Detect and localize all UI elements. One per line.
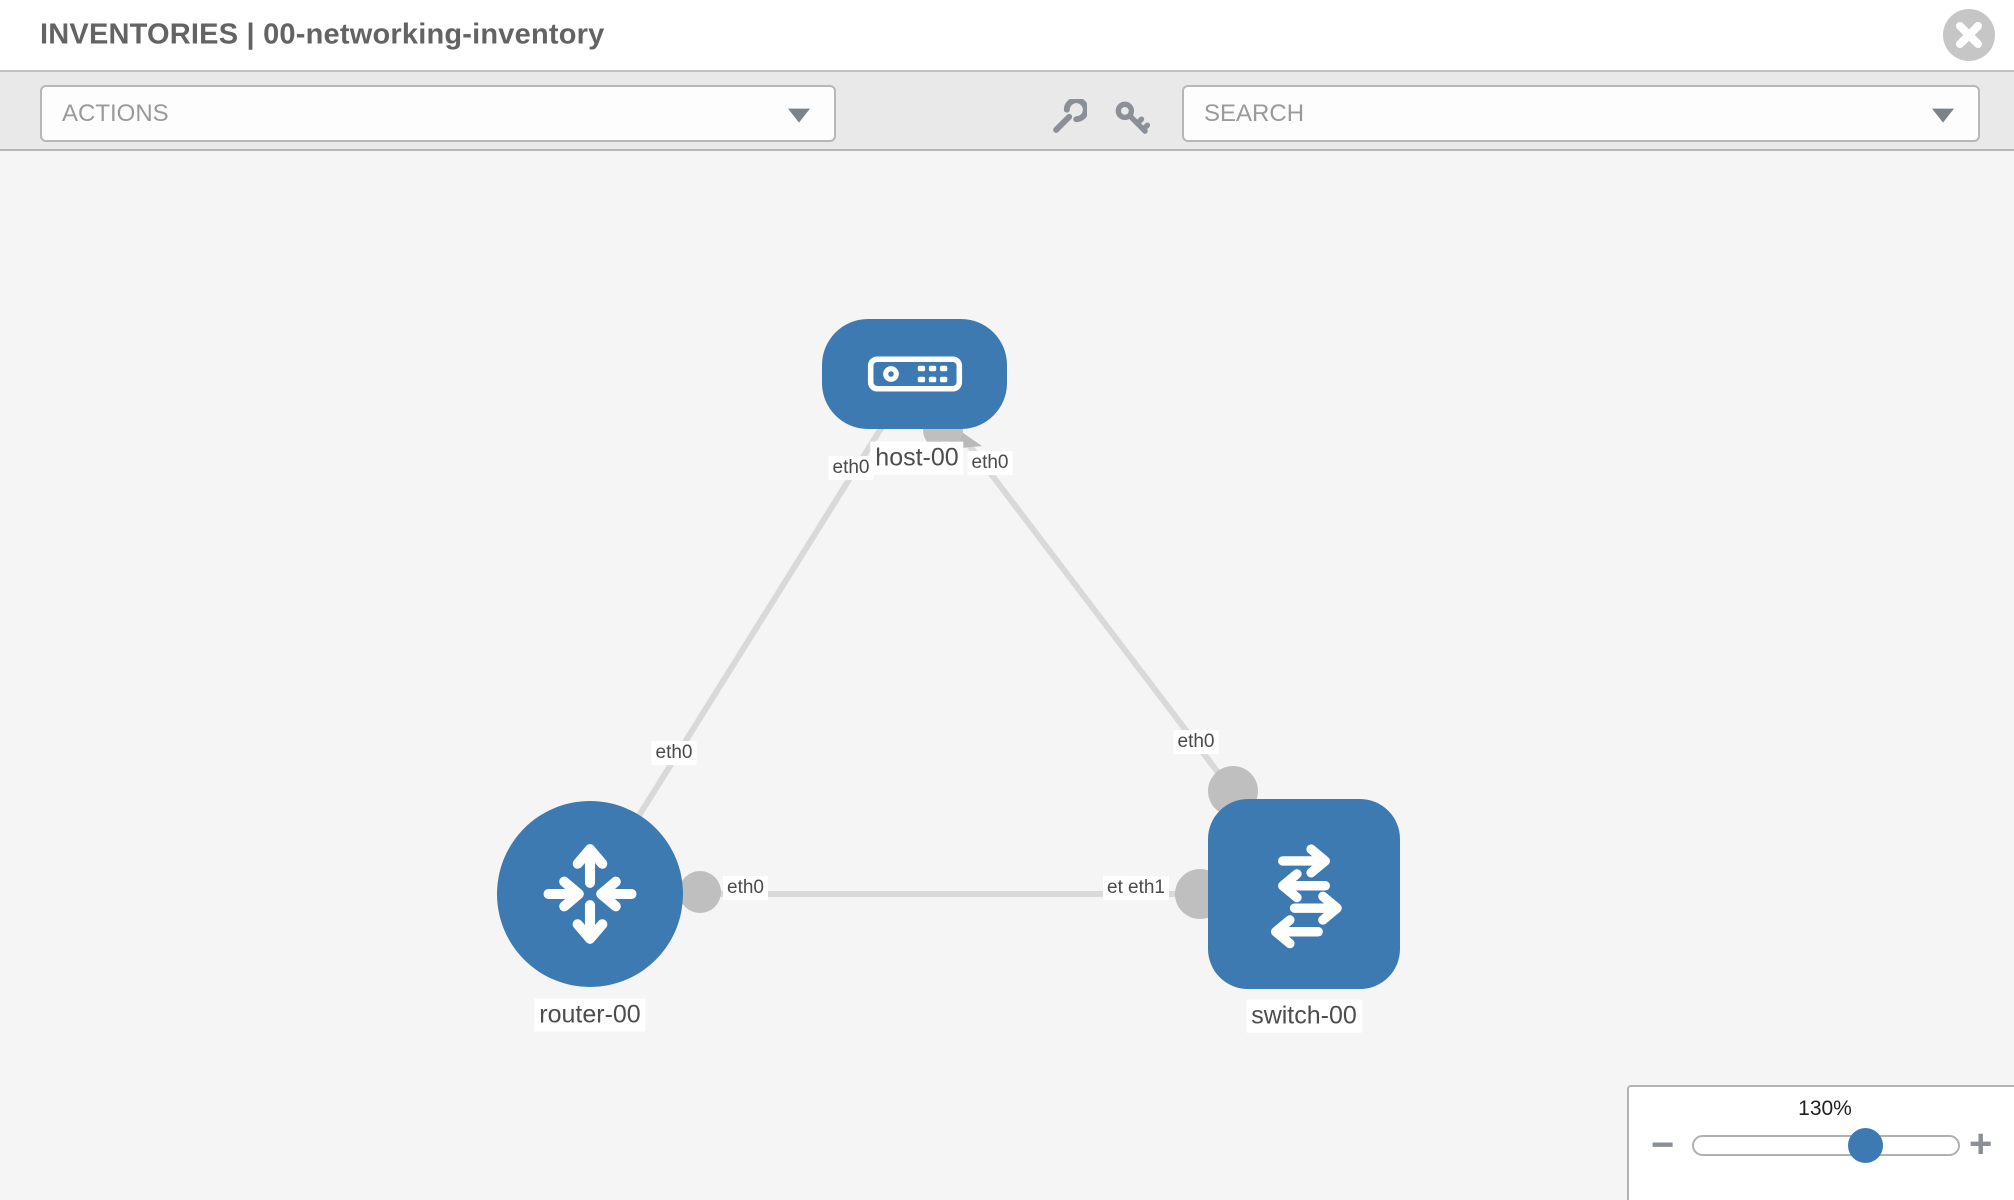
node-label-switch: switch-00	[1246, 999, 1362, 1033]
router-icon	[543, 844, 637, 944]
close-button[interactable]	[1943, 9, 1995, 61]
port-label-router-top: eth0	[651, 741, 697, 765]
topology-edges-layer	[587, 372, 1304, 919]
node-switch-00[interactable]	[1208, 799, 1400, 989]
wrench-icon	[1053, 99, 1087, 133]
port-label-link-router-end: eth0	[723, 876, 768, 900]
actions-dropdown-label: ACTIONS	[62, 99, 169, 127]
node-label-router: router-00	[534, 998, 646, 1032]
port-label-link-switch-end-over: eth1	[1124, 876, 1169, 900]
configure-button[interactable]	[1046, 96, 1090, 140]
port-label-host-left: eth0	[828, 456, 874, 480]
endpoint-router-right	[679, 871, 721, 913]
interface-endpoints	[679, 410, 1258, 919]
zoom-slider-track[interactable]	[1692, 1135, 1960, 1156]
header: INVENTORIES | 00-networking-inventory	[0, 0, 2014, 70]
topology-canvas[interactable]: host-00 router-00 switch-00 eth0 eth0 et…	[0, 151, 2014, 1200]
search-box	[1182, 85, 1980, 142]
port-label-switch-top: eth0	[1173, 730, 1219, 754]
close-icon	[1943, 9, 1995, 61]
port-label-host-right: eth0	[967, 451, 1013, 475]
key-icon	[1115, 101, 1151, 134]
search-chevron-down-icon[interactable]	[1932, 108, 1954, 123]
search-input[interactable]	[1204, 99, 1904, 128]
switch-icon	[1270, 844, 1342, 949]
zoom-level-label: 130%	[1798, 1097, 1852, 1120]
actions-dropdown[interactable]: ACTIONS	[40, 85, 836, 142]
page-title: INVENTORIES | 00-networking-inventory	[40, 18, 605, 51]
chevron-down-icon	[788, 108, 810, 123]
node-label-host: host-00	[870, 441, 964, 475]
node-host-00[interactable]	[822, 319, 1007, 429]
zoom-panel: 130% − +	[1627, 1085, 2014, 1200]
toolbar: ACTIONS	[0, 70, 2014, 151]
credentials-button[interactable]	[1110, 96, 1154, 140]
zoom-in-button[interactable]: +	[1969, 1122, 1993, 1166]
zoom-slider-handle[interactable]	[1848, 1128, 1883, 1163]
host-icon	[867, 356, 962, 392]
zoom-out-button[interactable]: −	[1651, 1123, 1675, 1167]
node-router-00[interactable]	[497, 801, 683, 987]
